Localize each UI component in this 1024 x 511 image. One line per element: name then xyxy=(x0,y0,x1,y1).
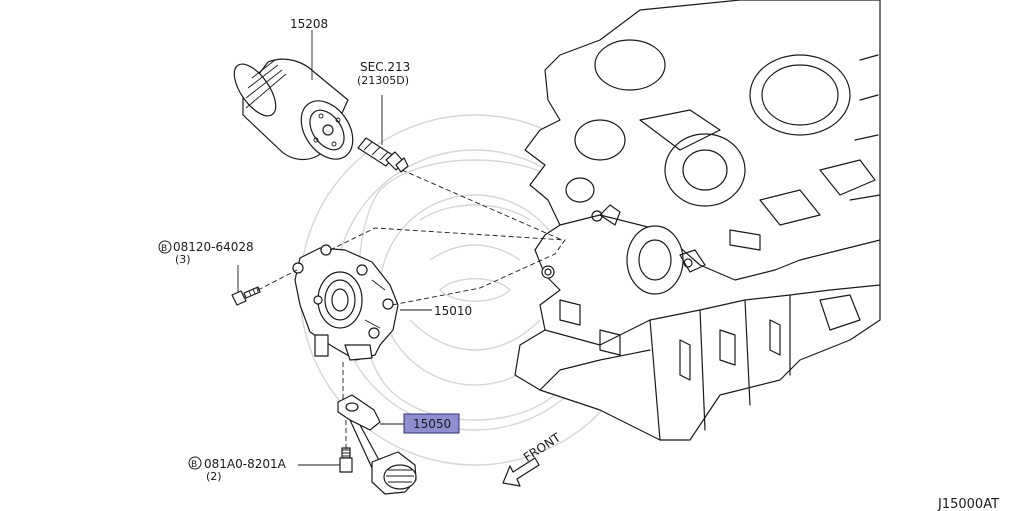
callout-sec-213[interactable]: SEC.213 xyxy=(360,60,410,74)
oil-filter xyxy=(233,58,354,160)
bolt-symbol-circle-lower xyxy=(188,456,202,470)
callout-08120-64028[interactable]: 08120-64028 xyxy=(173,240,254,254)
oil-pump xyxy=(292,244,399,361)
oil-strainer xyxy=(337,394,417,495)
callout-15050[interactable]: 15050 xyxy=(413,417,451,431)
front-arrow-label: FRONT xyxy=(521,430,564,464)
diagram-code: J15000AT xyxy=(937,497,999,511)
assembly-lines xyxy=(257,169,566,450)
callout-sec-213-sub: (21305D) xyxy=(357,74,409,87)
bolt-symbol-circle xyxy=(158,240,172,254)
callout-081a0-8201a-qty: (2) xyxy=(206,470,222,483)
bolt-symbol-b-upper: B xyxy=(161,244,167,254)
bolt-symbol-b-lower: B xyxy=(191,460,197,470)
callout-15208[interactable]: 15208 xyxy=(290,17,328,31)
oil-pressure-switch xyxy=(357,137,409,173)
bolt-upper xyxy=(231,286,261,306)
front-arrow: FRONT xyxy=(502,430,564,487)
callout-081a0-8201a[interactable]: 081A0-8201A xyxy=(204,457,287,471)
engine-block xyxy=(514,0,881,441)
bolt-lower xyxy=(339,447,353,473)
callout-08120-64028-qty: (3) xyxy=(175,253,191,266)
callout-15050-highlight[interactable] xyxy=(403,413,460,434)
callout-15010[interactable]: 15010 xyxy=(434,304,472,318)
leader-lines xyxy=(237,30,432,466)
